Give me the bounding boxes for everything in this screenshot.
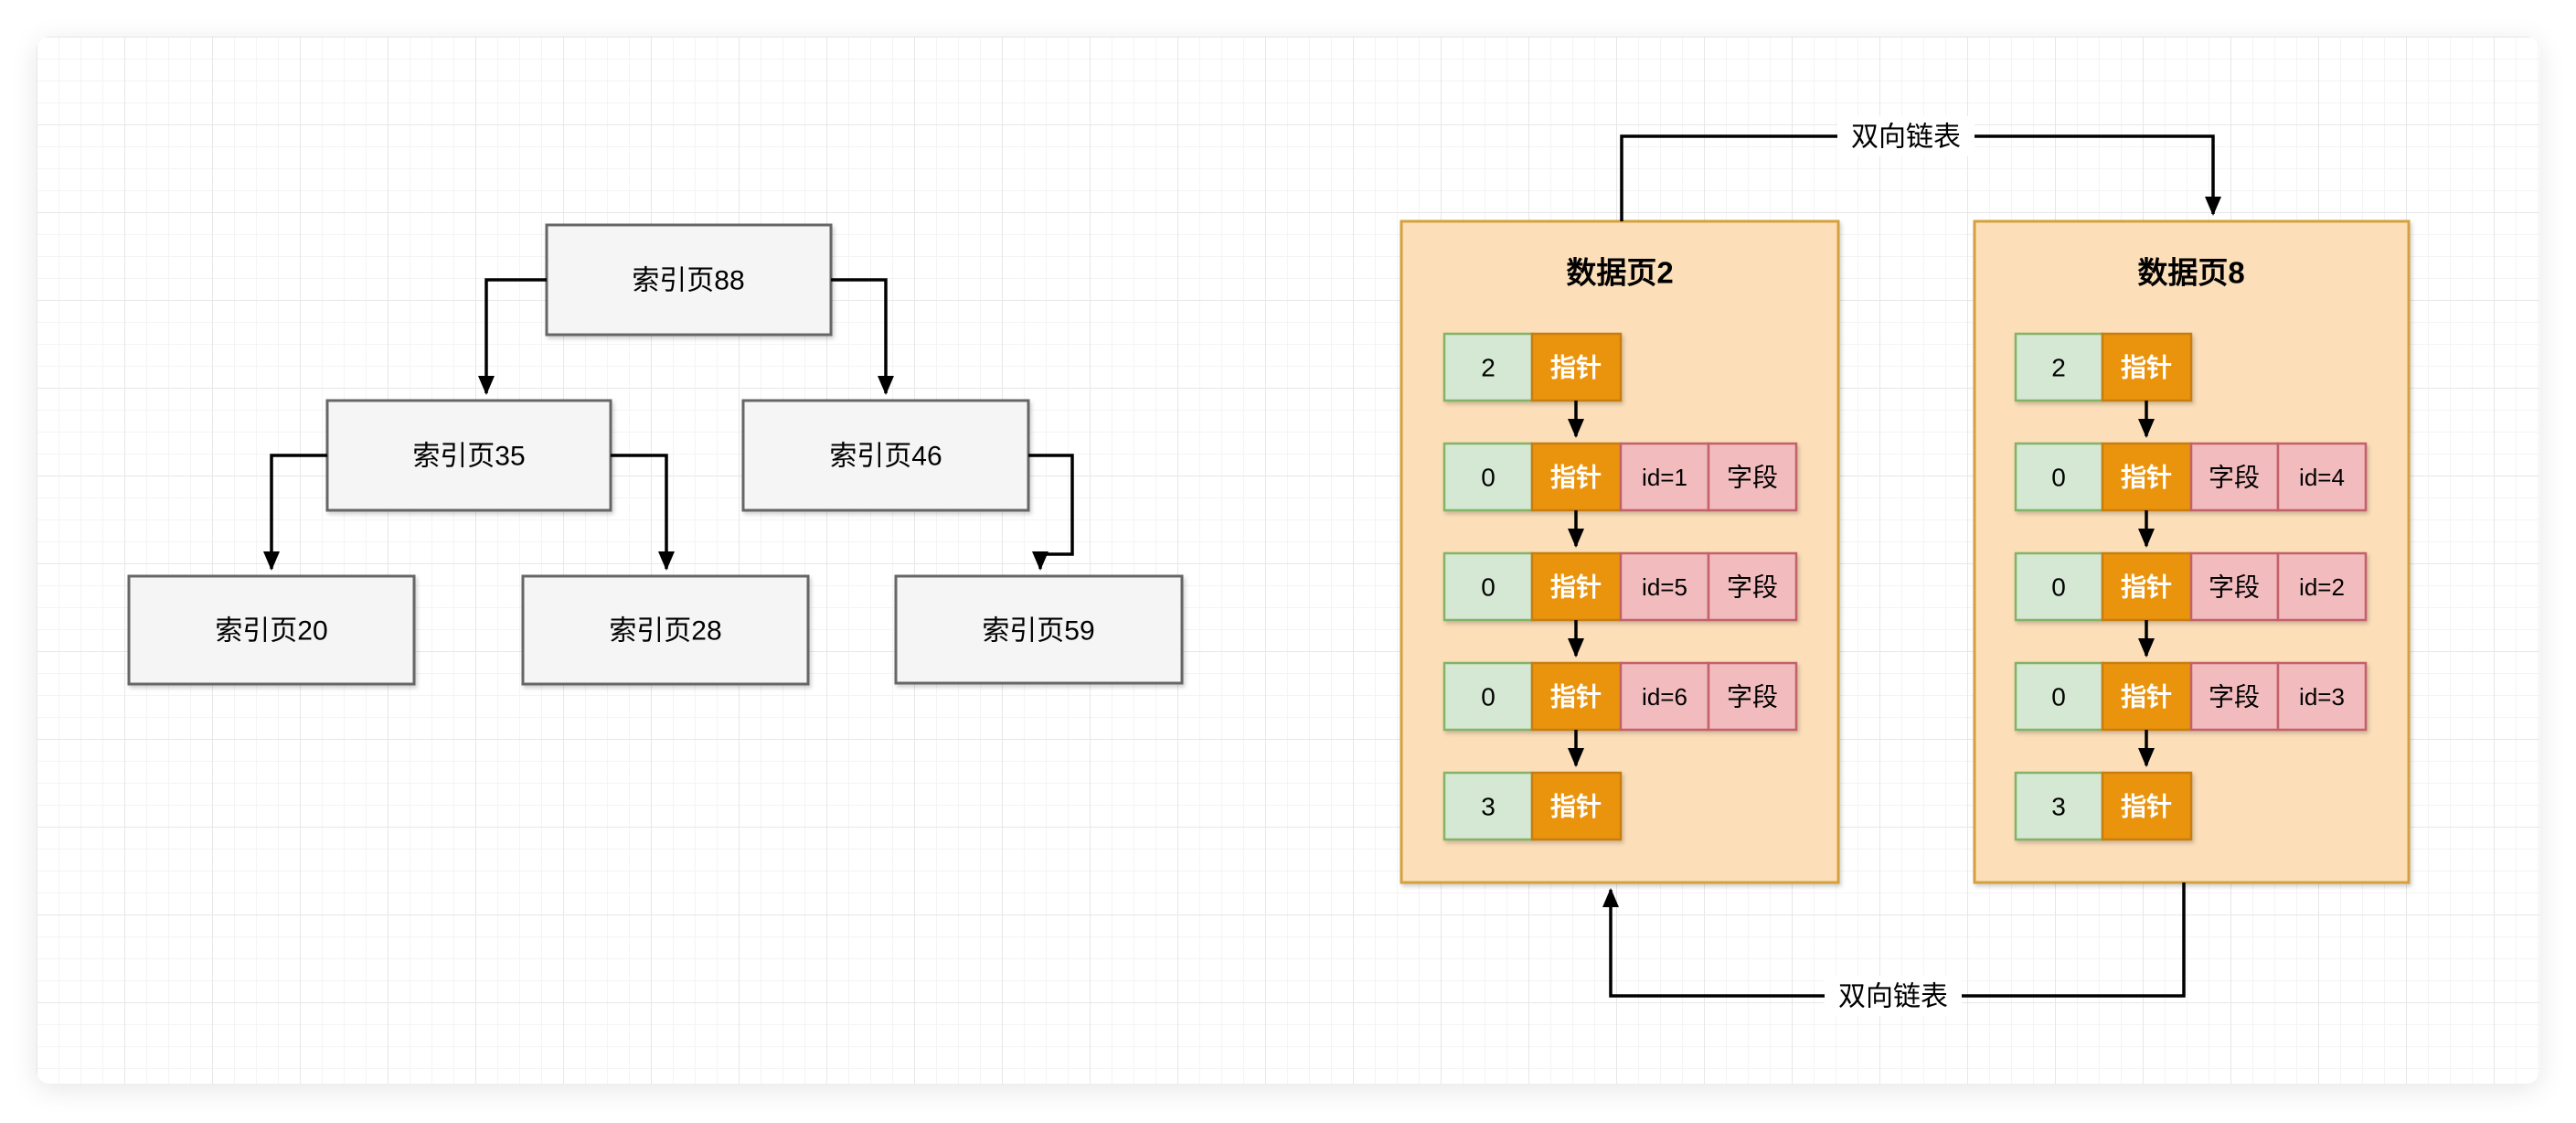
count-cell[interactable]: [1442, 551, 1534, 622]
doubly-linked-list-top-label: 双向链表: [1837, 116, 1975, 156]
count-cell[interactable]: [1442, 332, 1534, 402]
count-cell[interactable]: [2014, 771, 2104, 841]
tree-node-box[interactable]: [894, 574, 1184, 685]
link-label-text: 双向链表: [1838, 982, 1948, 1012]
tree-connector-88-46: [831, 278, 894, 395]
tree-node-label: 索引页20: [215, 616, 327, 647]
pointer-cell-label: 指针: [1550, 573, 1602, 602]
count-cell-label: 3: [2051, 793, 2066, 821]
pointer-cell-label: 指针: [1550, 683, 1602, 711]
record-row[interactable]: 3 指针: [2014, 771, 2193, 841]
tree-node-index-35[interactable]: 索引页35: [325, 399, 612, 512]
id-cell-label: id=5: [1642, 573, 1687, 601]
record-row[interactable]: 0 指针 字段 id=4: [2014, 442, 2368, 512]
tree-node-index-88[interactable]: 索引页88: [545, 223, 833, 337]
pointer-cell[interactable]: [1530, 771, 1623, 841]
count-cell[interactable]: [1442, 442, 1534, 512]
record-row[interactable]: 0 指针 id=6 字段: [1442, 661, 1798, 732]
data-page-title: 数据页8: [2137, 256, 2244, 290]
tree-connector-35-28: [611, 454, 675, 571]
pointer-cell-label: 指针: [2121, 464, 2172, 492]
pointer-cell[interactable]: [2101, 442, 2193, 512]
tree-node-label: 索引页35: [412, 442, 525, 472]
record-row[interactable]: 0 指针 字段 id=3: [2014, 661, 2368, 732]
tree-node-box[interactable]: [127, 574, 416, 686]
field-cell[interactable]: [2189, 442, 2280, 512]
field-cell-label: 字段: [1727, 683, 1778, 711]
record-row[interactable]: 2 指针: [1442, 332, 1623, 402]
count-cell-label: 0: [2051, 573, 2066, 602]
link-label-text: 双向链表: [1851, 123, 1961, 153]
field-cell[interactable]: [2189, 551, 2280, 622]
tree-node-box[interactable]: [545, 223, 833, 337]
record-row[interactable]: 0 指针 id=1 字段: [1442, 442, 1798, 512]
count-cell-label: 0: [2051, 683, 2066, 711]
id-cell[interactable]: [2276, 551, 2368, 622]
data-page-2[interactable]: 数据页2 2 指针 0 指针 id=1 字段: [1400, 219, 1840, 884]
field-cell-label: 字段: [1727, 464, 1778, 492]
field-cell-label: 字段: [1727, 573, 1778, 602]
pointer-cell-label: 指针: [1550, 354, 1602, 382]
count-cell-label: 0: [1481, 573, 1496, 602]
pointer-cell-label: 指针: [1550, 793, 1602, 821]
count-cell-label: 2: [2051, 354, 2066, 382]
pointer-cell[interactable]: [2101, 771, 2193, 841]
id-cell[interactable]: [2276, 661, 2368, 732]
count-cell-label: 0: [1481, 464, 1496, 492]
pointer-cell-label: 指针: [2121, 573, 2172, 602]
id-cell-label: id=6: [1642, 683, 1687, 711]
count-cell-label: 0: [2051, 464, 2066, 492]
record-row[interactable]: 0 指针 字段 id=2: [2014, 551, 2368, 622]
id-cell-label: id=2: [2299, 573, 2345, 601]
count-cell[interactable]: [2014, 442, 2104, 512]
id-cell[interactable]: [2276, 442, 2368, 512]
tree-node-label: 索引页88: [632, 266, 744, 296]
field-cell[interactable]: [2189, 661, 2280, 732]
field-cell-label: 字段: [2209, 683, 2260, 711]
tree-connector-46-59: [1028, 454, 1074, 571]
record-row[interactable]: 0 指针 id=5 字段: [1442, 551, 1798, 622]
tree-node-label: 索引页28: [609, 616, 721, 647]
count-cell[interactable]: [1442, 661, 1534, 732]
pointer-cell-label: 指针: [2121, 683, 2172, 711]
tree-node-box[interactable]: [521, 574, 810, 686]
id-cell[interactable]: [1619, 442, 1710, 512]
count-cell[interactable]: [2014, 332, 2104, 402]
field-cell-label: 字段: [2209, 464, 2260, 492]
tree-connector-35-20: [263, 454, 327, 571]
data-page-8[interactable]: 数据页8 2 指针 0 指针 字段 id=4: [1973, 219, 2411, 884]
record-row[interactable]: 3 指针: [1442, 771, 1623, 841]
tree-node-index-20[interactable]: 索引页20: [127, 574, 416, 686]
label-background: [1825, 976, 1962, 1016]
tree-node-label: 索引页46: [829, 442, 942, 472]
record-row[interactable]: 2 指针: [2014, 332, 2193, 402]
count-cell-label: 0: [1481, 683, 1496, 711]
pointer-cell-label: 指针: [1550, 464, 1602, 492]
count-cell-label: 3: [1481, 793, 1496, 821]
data-page-title: 数据页2: [1566, 256, 1673, 290]
pointer-cell-label: 指针: [2121, 793, 2172, 821]
field-cell[interactable]: [1707, 661, 1798, 732]
pointer-cell-label: 指针: [2121, 354, 2172, 382]
field-cell[interactable]: [1707, 442, 1798, 512]
id-cell-label: id=1: [1642, 464, 1687, 491]
id-cell-label: id=3: [2299, 683, 2345, 711]
tree-node-label: 索引页59: [982, 616, 1094, 647]
field-cell[interactable]: [1707, 551, 1798, 622]
id-cell-label: id=4: [2299, 464, 2345, 491]
tree-node-index-28[interactable]: 索引页28: [521, 574, 810, 686]
tree-node-index-46[interactable]: 索引页46: [741, 399, 1030, 512]
tree-node-index-59[interactable]: 索引页59: [894, 574, 1184, 685]
tree-connector-88-35: [478, 278, 547, 395]
field-cell-label: 字段: [2209, 573, 2260, 602]
count-cell-label: 2: [1481, 354, 1496, 382]
doubly-linked-list-bottom-label: 双向链表: [1825, 976, 1962, 1016]
label-background: [1837, 116, 1975, 156]
